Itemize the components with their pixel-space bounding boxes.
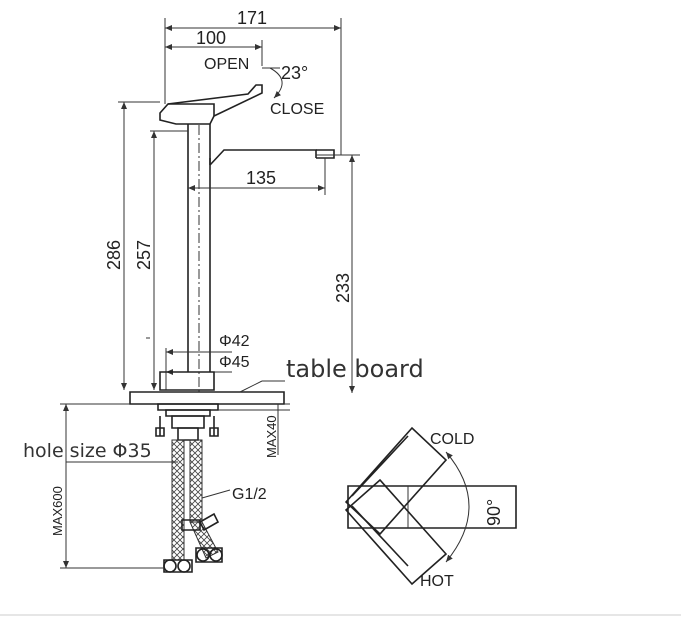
- dim-lever-angle: 23°: [281, 63, 308, 83]
- dim-spout-reach: 135: [246, 168, 276, 188]
- dim-max-thread: MAX40: [264, 415, 279, 458]
- faucet-side-view: [60, 18, 360, 573]
- dim-total-width: 171: [237, 8, 267, 28]
- dim-tube-diameter: Φ42: [219, 333, 250, 350]
- label-hose-thread: G1/2: [232, 486, 267, 503]
- label-close: CLOSE: [270, 101, 324, 118]
- dim-spout-height: 233: [333, 273, 353, 303]
- dim-base-diameter: Φ45: [219, 354, 250, 371]
- dim-rotation-angle: 90°: [484, 499, 504, 526]
- label-hot: HOT: [420, 573, 454, 590]
- bottom-rule: [0, 614, 681, 616]
- label-cold: COLD: [430, 431, 474, 448]
- dim-total-height: 286: [104, 240, 124, 270]
- faucet-top-view: [344, 426, 517, 586]
- dim-max-hose: MAX600: [50, 486, 65, 536]
- label-open: OPEN: [204, 56, 249, 73]
- label-table-board: table board: [286, 355, 424, 383]
- dim-body-height: 257: [134, 240, 154, 270]
- dim-handle-width: 100: [196, 28, 226, 48]
- label-hole-size: hole size Φ35: [23, 440, 152, 462]
